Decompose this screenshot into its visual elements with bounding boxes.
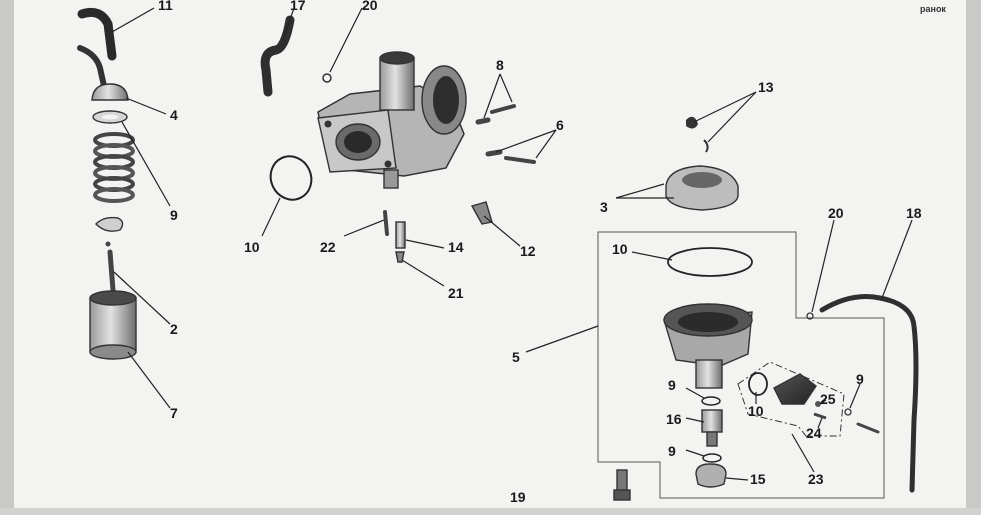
part-13-needle-valve (686, 116, 698, 129)
callout-9-upper: 9 (668, 377, 676, 393)
part-24 (813, 412, 827, 420)
callout-7: 7 (170, 405, 178, 421)
right-edge (966, 0, 981, 515)
callout-10-small: 10 (748, 403, 764, 419)
callout-4: 4 (170, 107, 178, 123)
subassembly-23-outline (737, 361, 845, 437)
part-6-screws (485, 149, 536, 164)
part-4-cap (91, 83, 129, 101)
float-bowl (663, 303, 753, 389)
callout-3: 3 (600, 199, 608, 215)
part-25 (815, 401, 821, 407)
callout-10-gasket: 10 (612, 241, 628, 257)
logo-text: ранок (920, 4, 946, 14)
callout-9-right: 9 (856, 371, 864, 387)
part-16-drain (701, 409, 723, 447)
callout-10: 10 (244, 239, 260, 255)
callout-24: 24 (806, 425, 822, 441)
callout-20: 20 (362, 0, 378, 13)
part-20-ring-right (806, 312, 814, 320)
callout-9-lower: 9 (668, 443, 676, 459)
part-10-small-oring (748, 372, 768, 396)
part-15-nut (695, 463, 727, 488)
part-20-ring (322, 73, 332, 83)
callout-8: 8 (496, 57, 504, 73)
callout-20-right: 20 (828, 205, 844, 221)
callout-13: 13 (758, 79, 774, 95)
part-retainer (95, 216, 124, 232)
callout-17: 17 (290, 0, 306, 13)
callout-16: 16 (666, 411, 682, 427)
callout-14: 14 (448, 239, 464, 255)
part-3-float (665, 165, 739, 211)
part-17-tube (260, 15, 295, 97)
part-cable-tube (77, 45, 107, 89)
accelerator-pump (773, 373, 817, 405)
part-14-tube (395, 221, 406, 249)
callout-6: 6 (556, 117, 564, 133)
part-21-jet (395, 251, 405, 263)
part-2-needle (107, 249, 116, 293)
callout-22: 22 (320, 239, 336, 255)
part-9-washer (701, 396, 721, 406)
part-7-slide (89, 290, 137, 360)
float-bowl-frame (597, 231, 885, 499)
part-spring (93, 132, 135, 203)
part-22-jet (383, 210, 389, 236)
callout-25: 25 (820, 391, 836, 407)
carburetor-body (260, 15, 467, 189)
left-parts-stack (77, 7, 137, 360)
part-9-washer-lower (702, 453, 722, 463)
callout-labels: 11 17 20 4 9 8 6 13 3 10 22 14 21 12 2 7… (158, 0, 922, 487)
callout-23: 23 (808, 471, 824, 487)
callout-21: 21 (448, 285, 464, 301)
callout-5: 5 (512, 349, 520, 365)
callout-9: 9 (170, 207, 178, 223)
part-10-oring (269, 155, 313, 201)
page-number: 19 (510, 489, 526, 505)
part-8-screws (475, 104, 516, 125)
part-10-gasket (667, 247, 753, 277)
left-edge (0, 0, 14, 515)
callout-15: 15 (750, 471, 766, 487)
callout-18: 18 (906, 205, 922, 221)
drain-bolt (613, 469, 631, 501)
callout-11: 11 (158, 0, 173, 13)
part-11-hose (77, 7, 117, 61)
leader-lines (111, 7, 913, 481)
callout-2: 2 (170, 321, 178, 337)
callout-12: 12 (520, 243, 536, 259)
part-18-hose (819, 294, 919, 493)
bottom-edge (0, 508, 981, 515)
